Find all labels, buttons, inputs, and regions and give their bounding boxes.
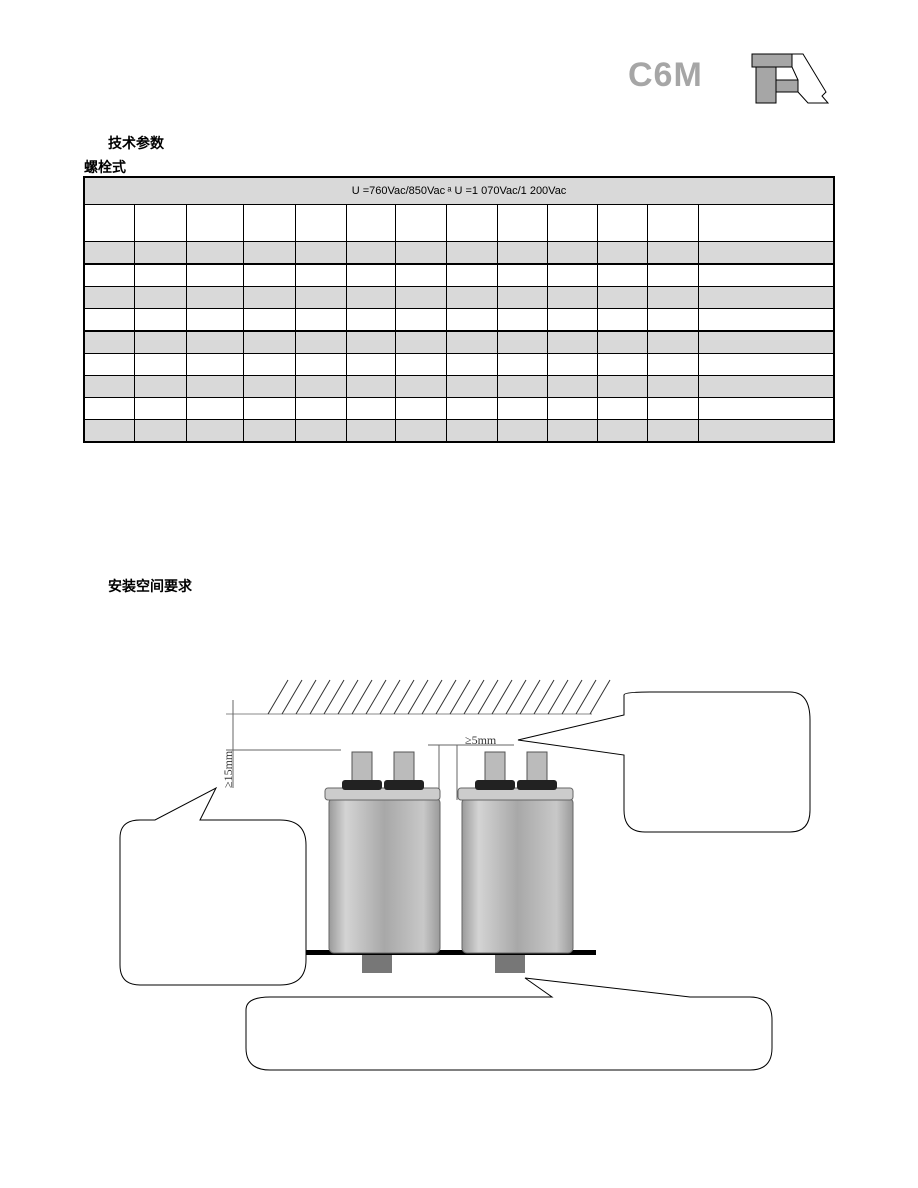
table-row	[83, 375, 835, 398]
table-row	[83, 241, 835, 265]
ceiling-hatch	[226, 679, 611, 715]
dimension-lines	[226, 700, 514, 800]
table-row	[83, 263, 835, 287]
section-heading-install-space: 安装空间要求	[108, 579, 192, 595]
model-code: C6M	[628, 56, 703, 94]
capacitor-right	[457, 751, 574, 973]
table-row	[83, 308, 835, 332]
company-logo	[751, 53, 830, 104]
table-title: U =760Vac/850Vac ᵃ U =1 070Vac/1 200Vac	[83, 176, 835, 205]
mounting-plate	[306, 950, 596, 955]
installation-diagram: ≥5mm ≥15mm	[119, 679, 811, 1071]
callout-bubble-left	[119, 786, 307, 986]
table-row	[83, 397, 835, 420]
table-row	[83, 330, 835, 354]
table-header-row	[83, 204, 835, 242]
section-heading-bolt-type: 螺栓式	[84, 160, 126, 176]
gap-label: ≥5mm	[465, 733, 497, 747]
callout-bubble-right	[517, 691, 811, 833]
table-row	[83, 419, 835, 443]
top-clearance-label: ≥15mm	[221, 750, 235, 788]
table-row	[83, 286, 835, 309]
capacitor-left	[324, 751, 441, 973]
table-row	[83, 353, 835, 376]
parameters-table: U =760Vac/850Vac ᵃ U =1 070Vac/1 200Vac	[83, 176, 835, 443]
section-heading-tech-params: 技术参数	[108, 136, 164, 152]
callout-bubble-bottom	[245, 977, 773, 1071]
